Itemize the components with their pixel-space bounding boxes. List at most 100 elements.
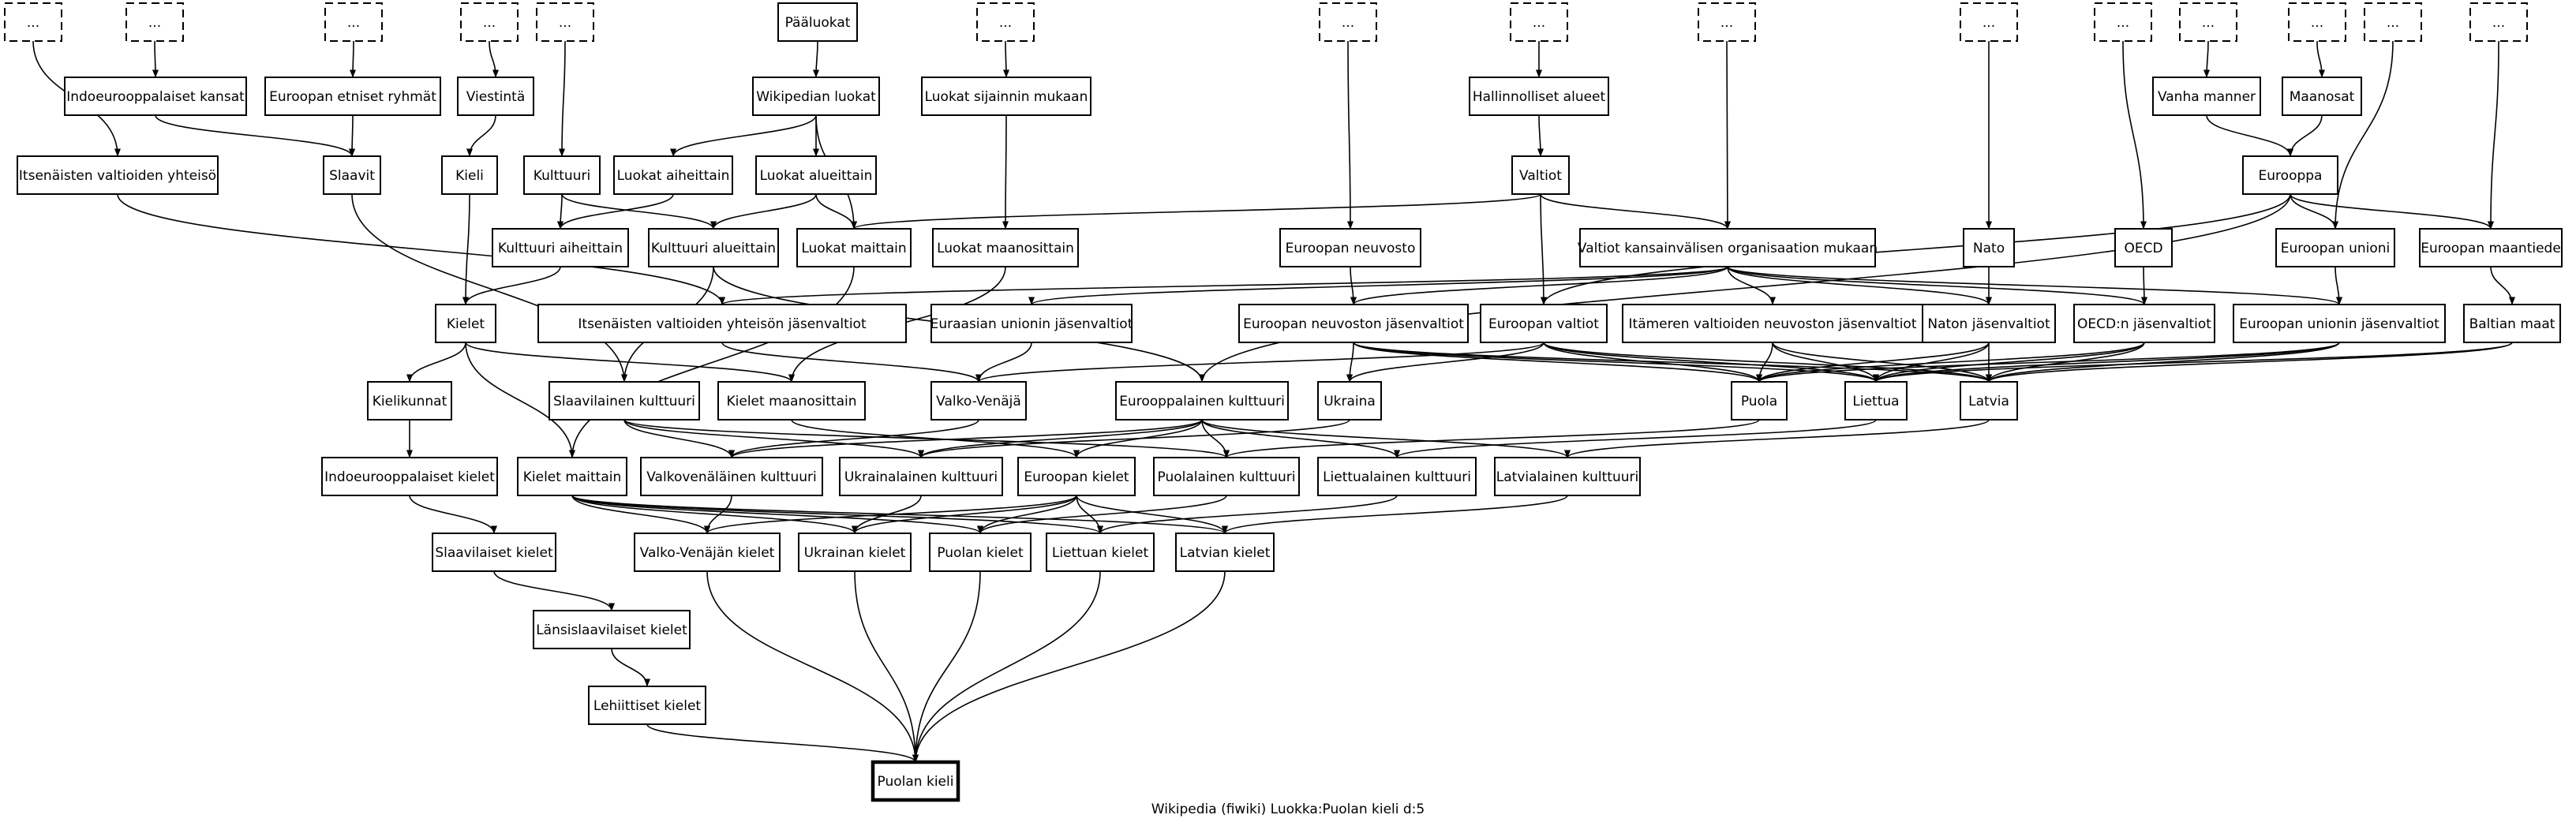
node-euroopan-maantiede[interactable]: Euroopan maantiede <box>2419 228 2563 267</box>
node-e7[interactable]: ... <box>1319 2 1377 42</box>
node-puolalainen-kulttuuri[interactable]: Puolalainen kulttuuri <box>1153 457 1300 496</box>
node-hallinnolliset[interactable]: Hallinnolliset alueet <box>1469 77 1609 116</box>
node-latvia[interactable]: Latvia <box>1960 381 2018 420</box>
node-e5[interactable]: ... <box>536 2 594 42</box>
node-eu-jasen[interactable]: Euroopan unionin jäsenvaltiot <box>2233 304 2446 343</box>
edge-e6-to-luokat_sijainnin <box>1002 40 1009 78</box>
node-label: ... <box>148 15 161 31</box>
node-e4[interactable]: ... <box>460 2 519 42</box>
node-e15[interactable]: ... <box>2469 2 2528 42</box>
edge-wikipedian_luokat-to-luokat_aiheittain <box>670 114 817 157</box>
node-slaavit[interactable]: Slaavit <box>323 155 381 195</box>
node-e1[interactable]: ... <box>4 2 62 42</box>
node-latvialainen-kulttuuri[interactable]: Latvialainen kulttuuri <box>1494 457 1641 496</box>
node-baltian-maat[interactable]: Baltian maat <box>2463 304 2561 343</box>
node-liettua[interactable]: Liettua <box>1844 381 1908 420</box>
node-oecd[interactable]: OECD <box>2114 228 2173 267</box>
edge-itsenaisten_yhteiso-to-ivy_jasen <box>117 193 725 305</box>
node-euroopan-neuvosto[interactable]: Euroopan neuvosto <box>1279 228 1421 267</box>
node-liettuan-kielet[interactable]: Liettuan kielet <box>1046 533 1155 572</box>
node-luokat-alueittain[interactable]: Luokat alueittain <box>755 155 877 195</box>
node-lehiittiset[interactable]: Lehiittiset kielet <box>588 686 706 725</box>
node-label: Latvian kielet <box>1180 545 1271 561</box>
node-slaavilainen-kulttuuri[interactable]: Slaavilainen kulttuuri <box>549 381 700 420</box>
node-valko-venaja[interactable]: Valko-Venäjä <box>930 381 1027 420</box>
node-puolan-kieli[interactable]: Puolan kieli <box>871 760 960 802</box>
edge-naton_jasen-to-liettua <box>1873 342 1990 383</box>
node-label: Luokat maanosittain <box>937 241 1074 256</box>
node-kieli[interactable]: Kieli <box>441 155 498 195</box>
node-euroopan-unioni[interactable]: Euroopan unioni <box>2275 228 2395 267</box>
edge-kielet_maanosittain-to-euroopan_kielet <box>791 419 1080 458</box>
node-kielet[interactable]: Kielet <box>435 304 496 343</box>
node-e13[interactable]: ... <box>2288 2 2346 42</box>
node-kulttuuri[interactable]: Kulttuuri <box>523 155 601 195</box>
node-e6[interactable]: ... <box>976 2 1035 42</box>
node-indoeurooppalaiset-kielet[interactable]: Indoeurooppalaiset kielet <box>321 457 498 496</box>
node-eurooppalainen-kulttuuri[interactable]: Eurooppalainen kulttuuri <box>1115 381 1289 420</box>
node-valkovenalainen-kulttuuri[interactable]: Valkovenäläinen kulttuuri <box>640 457 823 496</box>
node-itameren-jasen[interactable]: Itämeren valtioiden neuvoston jäsenvalti… <box>1622 304 1923 343</box>
node-label: Euroopan maantiede <box>2421 241 2561 256</box>
node-kielet-maittain[interactable]: Kielet maittain <box>517 457 627 496</box>
node-valtiot[interactable]: Valtiot <box>1511 155 1570 195</box>
edge-valtiot-to-luokat_maittain <box>851 193 1541 230</box>
node-euroopan-kielet[interactable]: Euroopan kielet <box>1017 457 1136 496</box>
node-en-jasen[interactable]: Euroopan neuvoston jäsenvaltiot <box>1238 304 1469 343</box>
node-euroopan-valtiot[interactable]: Euroopan valtiot <box>1480 304 1608 343</box>
node-vanha-manner[interactable]: Vanha manner <box>2152 77 2261 116</box>
node-puola[interactable]: Puola <box>1731 381 1788 420</box>
node-valtiot-kv[interactable]: Valtiot kansainvälisen organisaation muk… <box>1578 228 1878 267</box>
node-paaluokat[interactable]: Pääluokat <box>777 2 858 42</box>
edge-liettualainen_kulttuuri-to-liettuan_kielet <box>1097 495 1398 534</box>
node-valko-venajan-kielet[interactable]: Valko-Venäjän kielet <box>634 533 781 572</box>
node-box <box>64 77 247 116</box>
node-oecd-jasen[interactable]: OECD:n jäsenvaltiot <box>2073 304 2215 343</box>
node-luokat-maittain[interactable]: Luokat maittain <box>796 228 912 267</box>
node-euroopan-etniset[interactable]: Euroopan etniset ryhmät <box>264 77 441 116</box>
node-e10[interactable]: ... <box>1960 2 2018 42</box>
edge-kielet-to-kielikunnat <box>406 342 466 383</box>
node-puolan-kielet[interactable]: Puolan kielet <box>929 533 1032 572</box>
node-eurooppa[interactable]: Eurooppa <box>2242 155 2338 195</box>
node-e11[interactable]: ... <box>2094 2 2152 42</box>
node-e12[interactable]: ... <box>2179 2 2237 42</box>
node-luokat-maanosittain[interactable]: Luokat maanosittain <box>932 228 1079 267</box>
node-label: OECD:n jäsenvaltiot <box>2077 316 2211 332</box>
node-nato[interactable]: Nato <box>1963 228 2015 267</box>
node-kulttuuri-alueittain[interactable]: Kulttuuri alueittain <box>648 228 779 267</box>
node-box <box>634 533 781 572</box>
node-wikipedian-luokat[interactable]: Wikipedian luokat <box>752 77 880 116</box>
node-itsenaisten-yhteiso[interactable]: Itsenäisten valtioiden yhteisö <box>17 155 219 195</box>
node-label: ... <box>1533 15 1545 31</box>
node-ukraina[interactable]: Ukraina <box>1317 381 1382 420</box>
node-slaavilaiset-kielet[interactable]: Slaavilaiset kielet <box>432 533 556 572</box>
node-euraasian-jasen[interactable]: Euraasian unionin jäsenvaltiot <box>930 304 1133 343</box>
node-label: Ukraina <box>1324 394 1376 409</box>
node-box <box>921 77 1091 116</box>
edge-euroopan_maantiede-to-baltian_maat <box>2490 266 2515 305</box>
node-lansislaavilaiset[interactable]: Länsislaavilaiset kielet <box>533 610 691 649</box>
node-luokat-sijainnin[interactable]: Luokat sijainnin mukaan <box>921 77 1091 116</box>
node-ukrainan-kielet[interactable]: Ukrainan kielet <box>798 533 912 572</box>
edge-indoeurooppalaiset_kansat-to-slaavit <box>155 114 355 157</box>
node-viestinta[interactable]: Viestintä <box>457 77 534 116</box>
node-luokat-aiheittain[interactable]: Luokat aiheittain <box>613 155 733 195</box>
node-naton-jasen[interactable]: Naton jäsenvaltiot <box>1922 304 2056 343</box>
node-e14[interactable]: ... <box>2364 2 2422 42</box>
node-e9[interactable]: ... <box>1698 2 1756 42</box>
node-e8[interactable]: ... <box>1510 2 1568 42</box>
node-e2[interactable]: ... <box>125 2 184 42</box>
node-kielet-maanosittain[interactable]: Kielet maanosittain <box>717 381 866 420</box>
node-e3[interactable]: ... <box>324 2 383 42</box>
node-latvian-kielet[interactable]: Latvian kielet <box>1175 533 1275 572</box>
node-indoeurooppalaiset-kansat[interactable]: Indoeurooppalaiset kansat <box>64 77 247 116</box>
node-kielikunnat[interactable]: Kielikunnat <box>367 381 452 420</box>
node-label: Kulttuuri aiheittain <box>498 241 623 256</box>
node-liettualainen-kulttuuri[interactable]: Liettualainen kulttuuri <box>1317 457 1477 496</box>
node-ivy-jasen[interactable]: Itsenäisten valtioiden yhteisön jäsenval… <box>537 304 907 343</box>
node-maanosat[interactable]: Maanosat <box>2282 77 2362 116</box>
edge-en_jasen-to-liettua <box>1353 342 1879 383</box>
node-ukrainalainen-kulttuuri[interactable]: Ukrainalainen kulttuuri <box>839 457 1003 496</box>
node-kulttuuri-aiheittain[interactable]: Kulttuuri aiheittain <box>492 228 629 267</box>
